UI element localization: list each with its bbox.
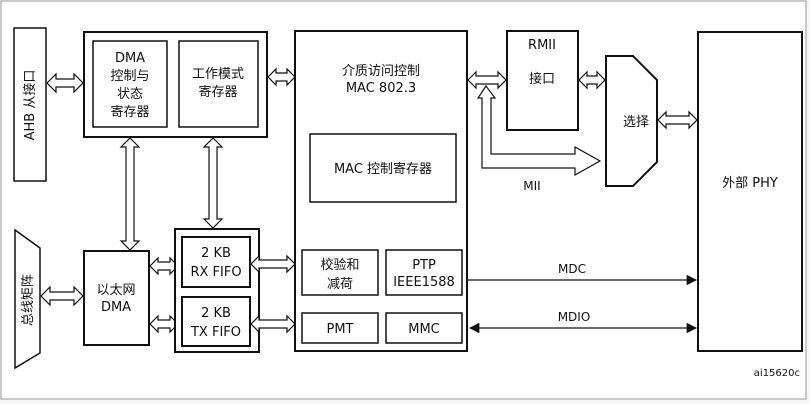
- select-label: 选择: [623, 115, 649, 130]
- mii-label: MII: [523, 179, 540, 193]
- tx-fifo: [181, 296, 251, 347]
- rmii-interface: [506, 30, 579, 131]
- dma-ctrl-line4: 寄存器: [110, 104, 149, 120]
- ptp-block: [385, 249, 463, 296]
- tx-fifo-line1: 2 KB: [201, 306, 231, 321]
- mdc-label: MDC: [558, 262, 586, 276]
- checksum-offload: [301, 249, 379, 296]
- external-phy: [697, 31, 803, 352]
- rmii-line1: RMII: [528, 38, 556, 53]
- rx-fifo: [181, 236, 251, 288]
- ethernet-dma: [83, 250, 150, 346]
- checksum-line2: 减荷: [327, 277, 353, 292]
- bus-matrix-label: 总线矩阵: [21, 274, 36, 326]
- figure-id: ai15620c: [754, 368, 800, 379]
- tx-fifo-line2: TX FIFO: [190, 325, 241, 340]
- checksum-line1: 校验和: [320, 257, 359, 273]
- dma-ctrl-line1: DMA: [115, 51, 145, 66]
- dma-ctrl-line2: 控制与: [110, 69, 149, 84]
- mac-title-line1: 介质访问控制: [342, 64, 420, 79]
- mmc-label: MMC: [408, 322, 440, 337]
- mac-control-register-label: MAC 控制寄存器: [334, 161, 432, 177]
- mac-title-line2: MAC 802.3: [346, 81, 416, 96]
- eth-dma-line1: 以太网: [96, 283, 135, 298]
- rx-fifo-line2: RX FIFO: [190, 265, 241, 280]
- ptp-line2: IEEE1588: [393, 275, 455, 290]
- rmii-line2: 接口: [529, 71, 555, 87]
- mdio-label: MDIO: [558, 310, 591, 324]
- txfifo-mac-arrow: [250, 314, 296, 334]
- phy-label: 外部 PHY: [722, 176, 778, 191]
- mac-control-register: [309, 133, 457, 203]
- rxfifo-mac-arrow: [250, 254, 296, 274]
- ahb-slave-block: [13, 27, 47, 182]
- ptp-line1: PTP: [412, 258, 436, 273]
- op-mode-line1: 工作模式: [192, 67, 244, 82]
- bus-matrix: [14, 228, 41, 370]
- rx-fifo-line1: 2 KB: [201, 246, 231, 261]
- ahb-slave-label: AHB 从接口: [22, 70, 38, 141]
- mmc-block: [385, 312, 463, 344]
- operation-mode-register: [178, 40, 259, 128]
- op-mode-line2: 寄存器: [198, 84, 237, 100]
- dma-control-status-registers: [92, 40, 168, 128]
- mii-path-arrow: [476, 84, 602, 177]
- pmt-block: [301, 312, 379, 344]
- dmaregs-ethdma-arrow: [119, 137, 141, 251]
- select-mux: [605, 55, 658, 187]
- pmt-label: PMT: [327, 322, 354, 337]
- eth-dma-line2: DMA: [101, 300, 131, 315]
- dma-ctrl-line3: 状态: [117, 87, 143, 102]
